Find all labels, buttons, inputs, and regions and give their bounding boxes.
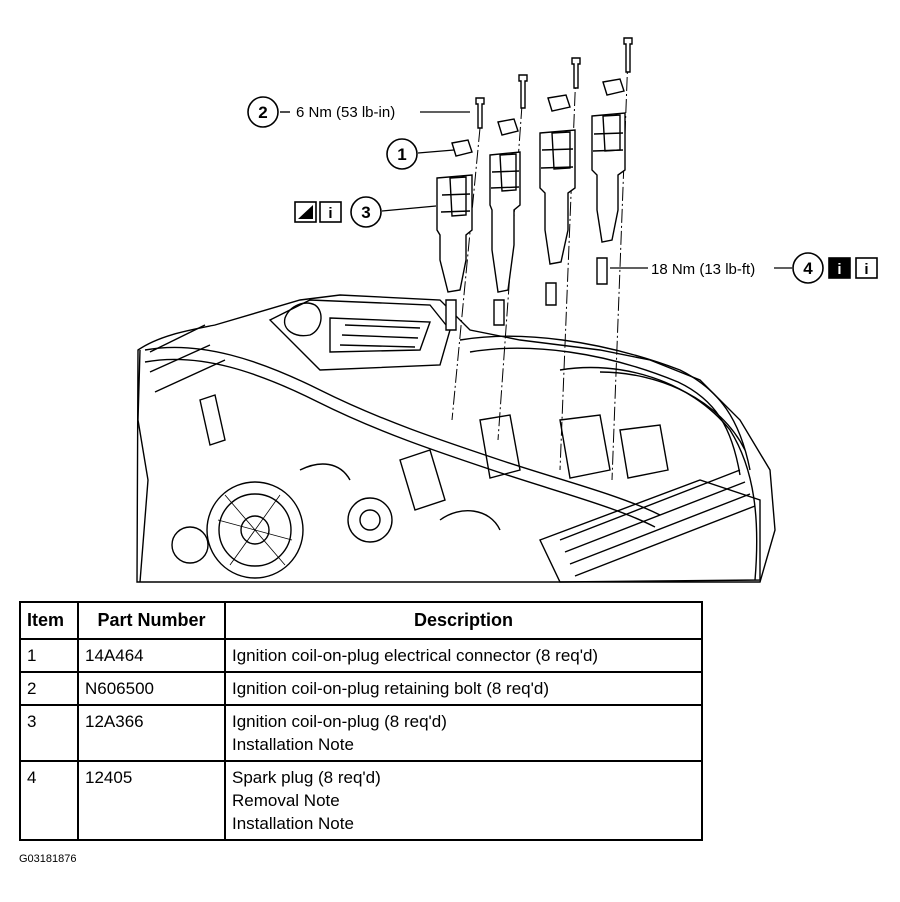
svg-text:i: i <box>837 261 841 278</box>
electrical-connectors <box>451 78 625 157</box>
cell-part-number: N606500 <box>77 671 226 706</box>
cell-description: Ignition coil-on-plug (8 req'd) Installa… <box>224 704 703 762</box>
description-line: Ignition coil-on-plug (8 req'd) <box>232 712 447 731</box>
callout-1: 1 <box>386 138 418 170</box>
installation-note-link[interactable]: Installation Note <box>232 735 354 754</box>
cell-item: 1 <box>19 638 79 673</box>
cell-description: Ignition coil-on-plug retaining bolt (8 … <box>224 671 703 706</box>
cell-item: 3 <box>19 704 79 762</box>
callout-4: 18 Nm (13 lb-ft) 4 i i <box>651 252 878 284</box>
cell-part-number: 12A366 <box>77 704 226 762</box>
svg-text:2: 2 <box>258 103 267 122</box>
info-icon: i <box>319 201 342 223</box>
figure-id: G03181876 <box>19 853 77 865</box>
info-icon: i <box>855 257 878 279</box>
callout-2: 2 6 Nm (53 lb-in) <box>247 96 395 128</box>
description-line: Ignition coil-on-plug retaining bolt (8 … <box>232 679 549 698</box>
header-item: Item <box>19 601 79 640</box>
description-line: Ignition coil-on-plug electrical connect… <box>232 646 599 665</box>
cell-part-number: 12405 <box>77 760 226 841</box>
table-row: 3 12A366 Ignition coil-on-plug (8 req'd)… <box>19 704 703 762</box>
svg-text:i: i <box>328 205 332 222</box>
torque-label-bolt: 6 Nm (53 lb-in) <box>296 104 395 121</box>
table-row: 4 12405 Spark plug (8 req'd) Removal Not… <box>19 760 703 841</box>
header-description: Description <box>224 601 703 640</box>
table-row: 1 14A464 Ignition coil-on-plug electrica… <box>19 638 703 673</box>
svg-text:3: 3 <box>361 203 370 222</box>
installation-note-link[interactable]: Installation Note <box>232 814 354 833</box>
cell-part-number: 14A464 <box>77 638 226 673</box>
cell-item: 2 <box>19 671 79 706</box>
svg-text:4: 4 <box>803 259 813 278</box>
torque-label-spark-plug: 18 Nm (13 lb-ft) <box>651 261 755 278</box>
svg-text:i: i <box>864 261 868 278</box>
retaining-bolts <box>475 37 633 129</box>
installation-note-icon <box>294 201 317 223</box>
engine-illustration <box>136 294 776 583</box>
cell-description: Spark plug (8 req'd) Removal Note Instal… <box>224 760 703 841</box>
exploded-view-diagram: 2 6 Nm (53 lb-in) 1 i 3 18 Nm (13 lb-ft)… <box>136 37 878 583</box>
table-row: 2 N606500 Ignition coil-on-plug retainin… <box>19 671 703 706</box>
svg-text:1: 1 <box>397 145 406 164</box>
header-part-number: Part Number <box>77 601 226 640</box>
parts-table: Item Part Number Description 1 14A464 Ig… <box>19 601 703 841</box>
coil-on-plug-assemblies <box>436 112 626 331</box>
cell-description: Ignition coil-on-plug electrical connect… <box>224 638 703 673</box>
info-icon-filled: i <box>828 257 851 279</box>
description-line: Spark plug (8 req'd) <box>232 768 381 787</box>
callout-3: i 3 <box>294 196 382 228</box>
removal-note-link[interactable]: Removal Note <box>232 791 340 810</box>
table-header-row: Item Part Number Description <box>19 601 703 640</box>
leader-lines <box>381 111 792 269</box>
cell-item: 4 <box>19 760 79 841</box>
